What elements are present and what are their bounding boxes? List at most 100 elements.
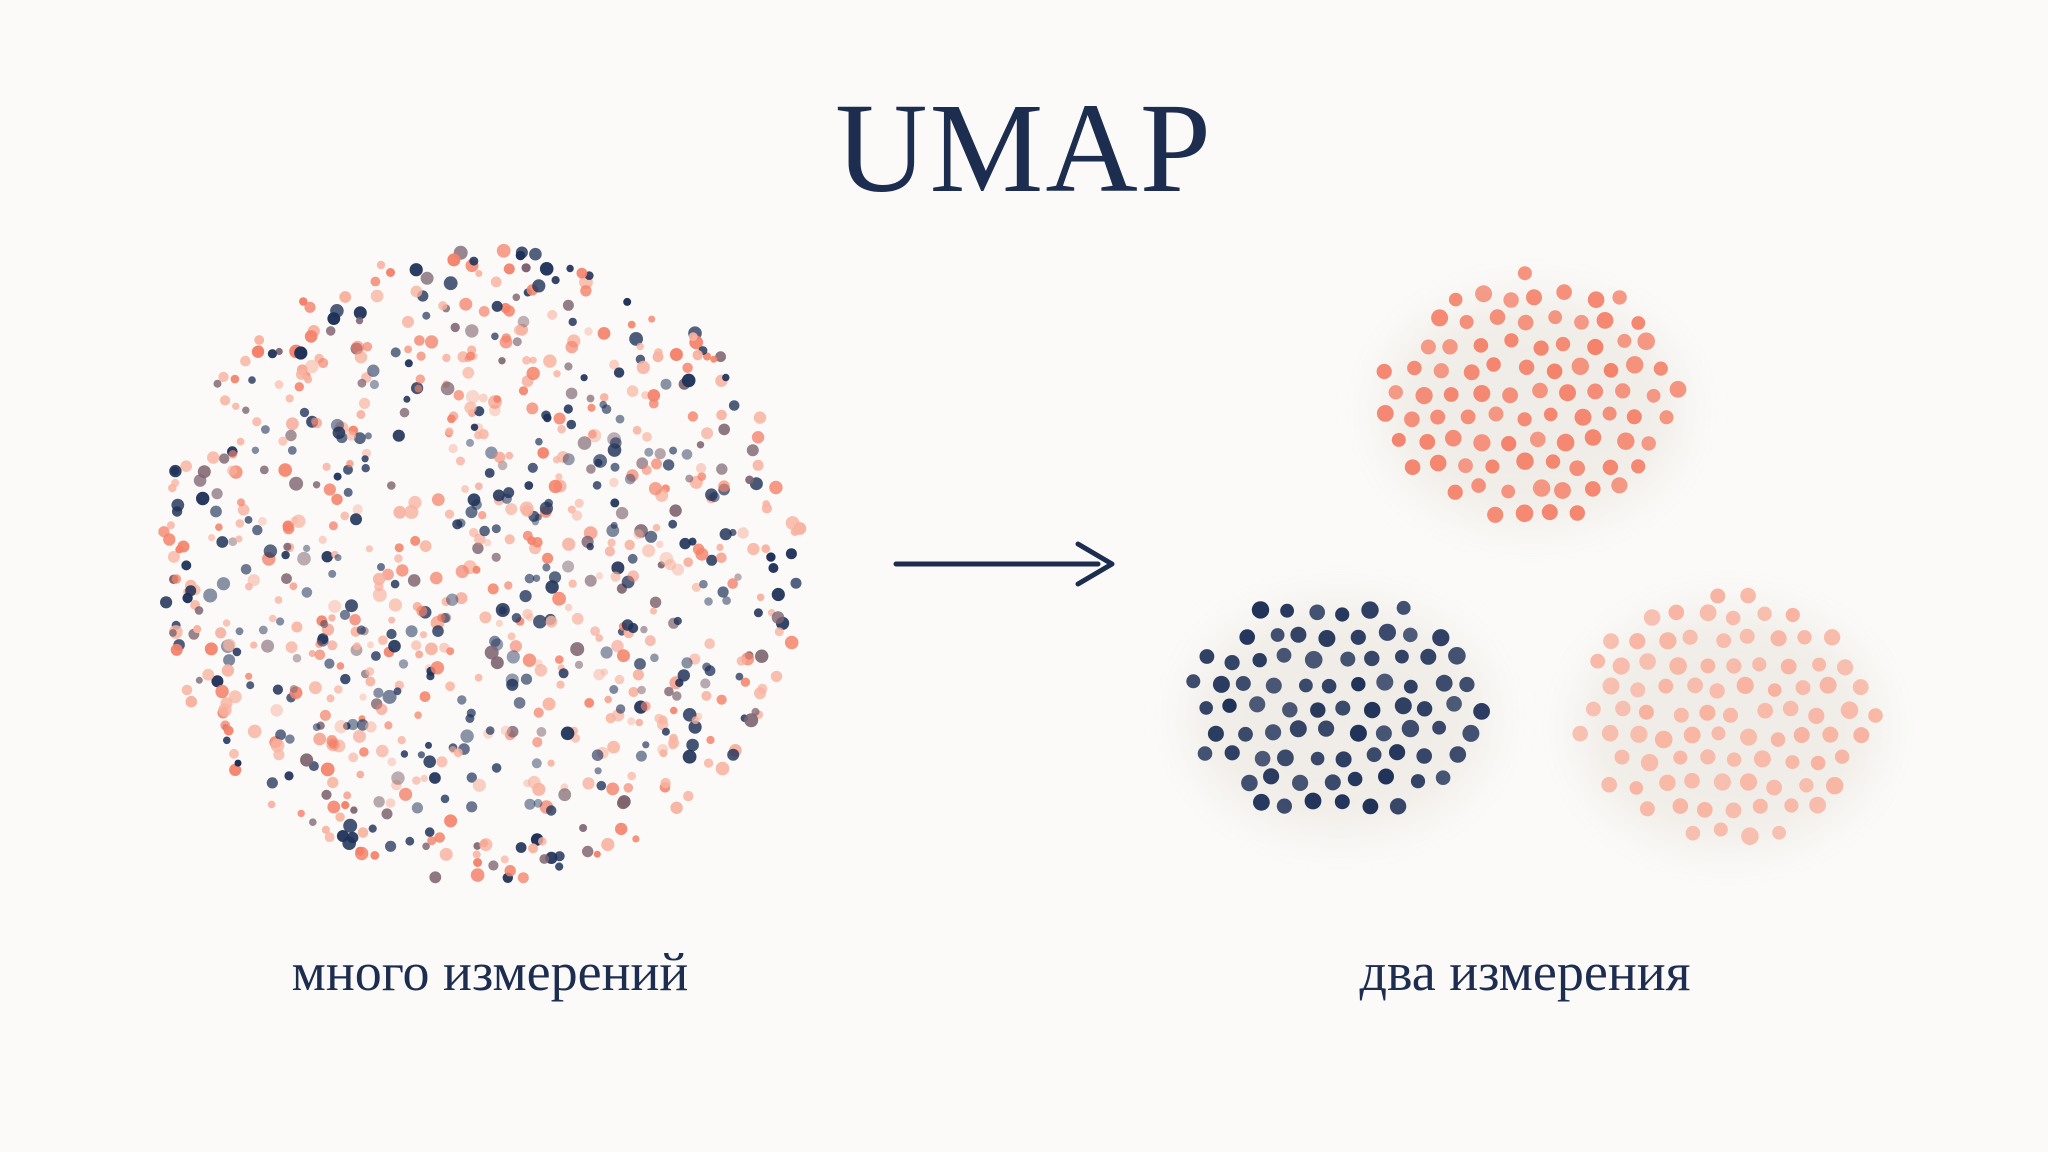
cloud-point xyxy=(394,543,404,553)
cloud-point xyxy=(515,246,528,259)
cloud-point xyxy=(292,514,306,528)
cloud-point xyxy=(700,678,711,689)
cloud-point xyxy=(534,659,543,668)
coral-cluster-point xyxy=(1543,407,1558,422)
cloud-point xyxy=(640,625,648,634)
cloud-point xyxy=(442,353,451,363)
cloud-point xyxy=(334,554,342,562)
cloud-point xyxy=(735,672,744,681)
coral-cluster-point xyxy=(1488,406,1504,422)
cloud-point xyxy=(628,686,639,698)
navy-cluster-point xyxy=(1238,726,1253,742)
cloud-point xyxy=(518,386,529,396)
cloud-point xyxy=(304,375,313,384)
cloud-point xyxy=(604,546,616,557)
cloud-point xyxy=(632,669,645,681)
peach-cluster-point xyxy=(1659,774,1676,791)
coral-cluster-point xyxy=(1611,477,1628,494)
cloud-point xyxy=(489,635,501,648)
cloud-point xyxy=(644,447,654,457)
cloud-point xyxy=(546,805,557,816)
cloud-point xyxy=(509,640,522,653)
cloud-point xyxy=(682,749,697,764)
coral-cluster-point xyxy=(1585,481,1601,497)
peach-cluster-point xyxy=(1700,749,1716,765)
cloud-point xyxy=(717,586,729,598)
cloud-point xyxy=(314,649,326,661)
cloud-point xyxy=(706,554,718,566)
cloud-point xyxy=(303,544,311,553)
cloud-point xyxy=(275,347,283,356)
cloud-point xyxy=(386,268,395,277)
cloud-point xyxy=(669,504,682,517)
cloud-point xyxy=(342,836,357,850)
cloud-point xyxy=(556,680,565,689)
cloud-point xyxy=(704,638,715,649)
cloud-point xyxy=(297,809,305,818)
navy-cluster-point xyxy=(1276,798,1292,814)
cloud-point xyxy=(385,840,397,852)
navy-cluster-point xyxy=(1251,601,1270,619)
cloud-point xyxy=(682,362,693,373)
cloud-point xyxy=(531,758,542,769)
coral-cluster-point xyxy=(1626,356,1644,374)
cloud-point xyxy=(266,777,278,789)
cloud-point xyxy=(299,297,308,306)
cloud-point xyxy=(358,397,371,409)
cloud-point xyxy=(207,451,220,464)
cloud-point xyxy=(595,634,603,642)
cloud-point xyxy=(274,596,283,604)
cloud-point xyxy=(512,337,522,347)
peach-cluster-point xyxy=(1757,606,1772,621)
cloud-point xyxy=(555,862,564,871)
cloud-point xyxy=(623,297,632,306)
cloud-point xyxy=(595,572,604,580)
cloud-point xyxy=(520,673,533,685)
cloud-point xyxy=(223,638,236,652)
cloud-point xyxy=(611,561,625,575)
cloud-point xyxy=(479,525,490,537)
cloud-point xyxy=(356,410,366,419)
navy-cluster-point xyxy=(1340,651,1356,667)
cloud-point xyxy=(626,385,639,397)
cloud-point xyxy=(404,359,413,368)
cloud-point xyxy=(386,628,397,640)
cloud-point xyxy=(637,685,646,695)
cloud-point xyxy=(727,748,740,761)
navy-cluster-point xyxy=(1239,629,1255,645)
cloud-point xyxy=(252,417,262,427)
coral-cluster-point xyxy=(1532,479,1551,497)
coral-cluster-point xyxy=(1487,506,1504,523)
cloud-point xyxy=(415,374,425,384)
navy-cluster-point xyxy=(1351,677,1366,692)
cloud-point xyxy=(771,587,785,602)
cloud-point xyxy=(393,505,407,519)
cloud-point xyxy=(450,322,460,333)
peach-cluster-point xyxy=(1809,796,1826,814)
cloud-point xyxy=(322,462,331,471)
cloud-point xyxy=(411,640,422,651)
cloud-point xyxy=(270,704,284,717)
cloud-point xyxy=(524,798,536,810)
cloud-point xyxy=(558,668,569,679)
cloud-point xyxy=(330,304,344,318)
cloud-point xyxy=(683,557,693,567)
cloud-point xyxy=(387,481,396,490)
cloud-point xyxy=(641,465,652,476)
cloud-point xyxy=(274,380,284,389)
cloud-point xyxy=(357,378,367,388)
cloud-point xyxy=(349,614,361,626)
cloud-point xyxy=(409,263,423,277)
cloud-point xyxy=(313,732,327,746)
cloud-point xyxy=(506,725,519,738)
cloud-point xyxy=(171,506,183,517)
coral-cluster-point xyxy=(1458,458,1473,473)
cloud-point xyxy=(577,436,592,450)
cloud-point xyxy=(158,526,170,538)
navy-cluster-point xyxy=(1254,750,1271,767)
cloud-point xyxy=(774,627,784,637)
coral-cluster-point xyxy=(1556,284,1572,300)
navy-cluster-point xyxy=(1335,607,1350,622)
cloud-point xyxy=(645,530,658,543)
